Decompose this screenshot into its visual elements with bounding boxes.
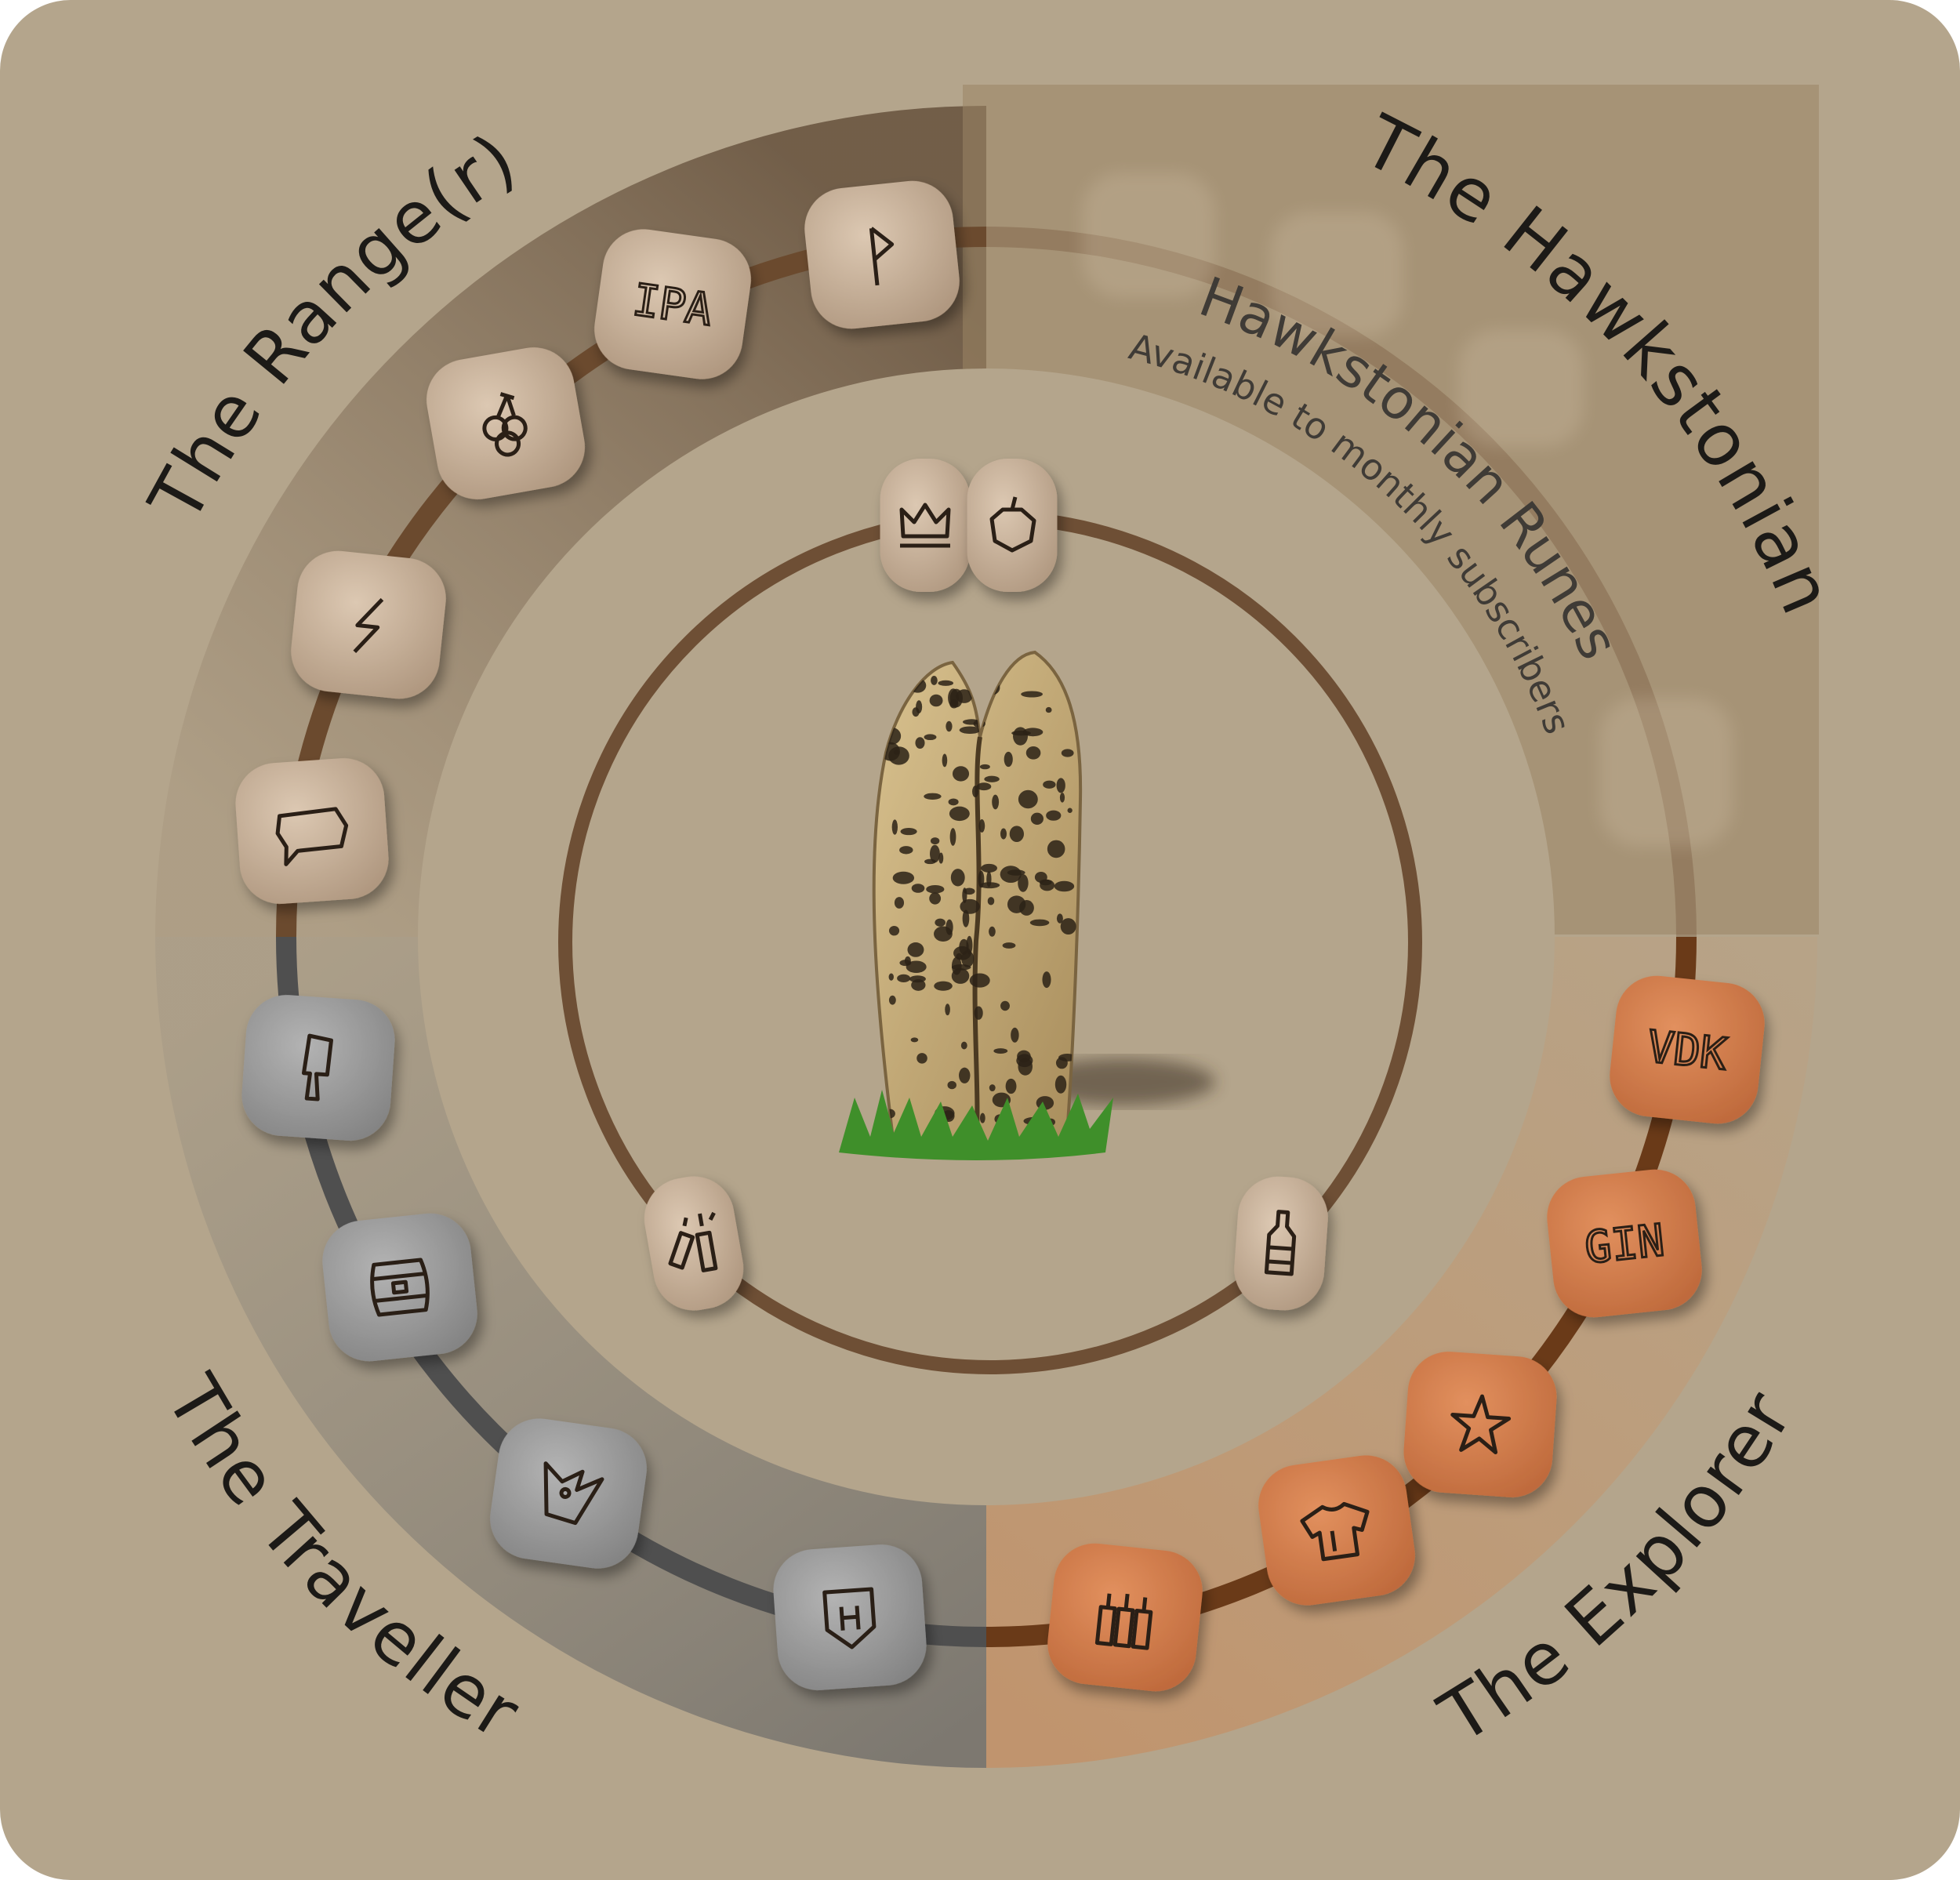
bottle-icon — [1264, 1210, 1297, 1276]
stones-layer: IPA GIN VDK — [235, 180, 1765, 1692]
apple-icon — [989, 496, 1036, 553]
traveller-band — [155, 937, 986, 1768]
stone-explorer-1 — [1047, 1543, 1203, 1692]
stone-inner-2 — [967, 459, 1058, 592]
bottles-cheers-icon — [668, 1211, 718, 1272]
stone-traveller-3 — [490, 1418, 647, 1569]
grass — [839, 1090, 1113, 1160]
shirt-icon — [1300, 1501, 1370, 1562]
stone-traveller-4 — [773, 1544, 927, 1690]
ipa-text: IPA — [630, 274, 715, 336]
lightning-icon — [353, 597, 384, 654]
stone-range-3 — [426, 347, 585, 499]
stone-range-1 — [804, 180, 960, 329]
stone-traveller-1 — [241, 995, 395, 1141]
gin-text: GIN — [1582, 1215, 1666, 1274]
stone-explorer-4: GIN — [1547, 1169, 1702, 1318]
cherries-icon — [482, 392, 528, 457]
segment-bands — [155, 106, 1817, 1768]
shield-h-icon — [822, 1587, 877, 1650]
stone-explorer-5: VDK — [1610, 975, 1765, 1124]
vdk-text: VDK — [1645, 1022, 1730, 1080]
barrel-icon — [370, 1258, 430, 1317]
wolf-head-icon — [543, 1461, 604, 1526]
star-icon — [1450, 1394, 1512, 1454]
explorer-band — [986, 937, 1817, 1768]
standing-stone-image — [839, 650, 1215, 1160]
cleaver-icon — [301, 1033, 333, 1102]
stone-traveller-2 — [322, 1213, 477, 1362]
stone-explorer-3 — [1403, 1352, 1557, 1497]
stone-range-5 — [235, 758, 389, 904]
stone-inner-1 — [880, 459, 971, 592]
range-band — [155, 106, 986, 937]
stone-inner-4 — [1234, 1176, 1328, 1311]
speech-bubble-icon — [275, 807, 349, 866]
stone-inner-3 — [644, 1176, 744, 1311]
stone-range-4 — [291, 550, 446, 699]
stone-range-2: IPA — [594, 229, 751, 379]
crown-icon — [899, 503, 951, 548]
stone-explorer-2 — [1258, 1455, 1415, 1606]
bottles-pack-icon — [1094, 1593, 1153, 1650]
hawkstonian-ghost-stones — [1082, 172, 1733, 847]
rune-p-icon — [869, 227, 895, 286]
